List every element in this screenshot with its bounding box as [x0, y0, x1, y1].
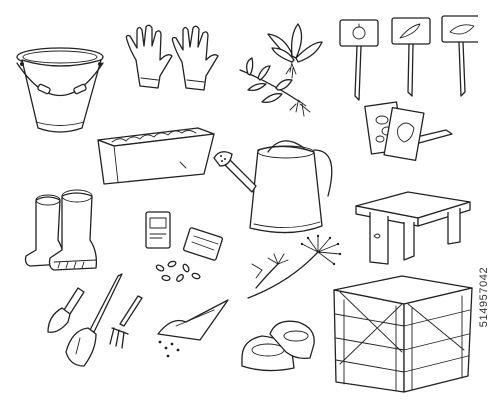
stock-image-id: 514957042: [478, 266, 490, 328]
dill-flowers-icon: [248, 234, 342, 298]
garden-gloves-icon: [126, 25, 218, 90]
stock-watermark-strip: 514957042: [478, 0, 500, 400]
garden-clogs-icon: [242, 321, 314, 370]
seed-packets-icon: [365, 102, 452, 160]
shovel-icon: [66, 274, 122, 366]
plant-label-sticks-icon: [340, 16, 480, 100]
seed-bag-icons: [146, 212, 223, 261]
hand-rake-icon: [110, 296, 142, 348]
leafy-seedling-icon: [268, 24, 322, 78]
scattered-seeds-icon: [155, 260, 200, 282]
bucket-icon: [17, 48, 103, 132]
garden-trowel-icon: [48, 288, 84, 332]
wooden-crate-icon: [334, 276, 472, 392]
wooden-stool-icon: [356, 192, 470, 264]
rubber-boots-icon: [26, 190, 97, 270]
branch-sprout-icon: [240, 58, 310, 116]
paper-cone-seeds-icon: [158, 300, 228, 358]
watering-can-icon: [214, 141, 332, 233]
seedling-planter-box-icon: [98, 128, 214, 184]
